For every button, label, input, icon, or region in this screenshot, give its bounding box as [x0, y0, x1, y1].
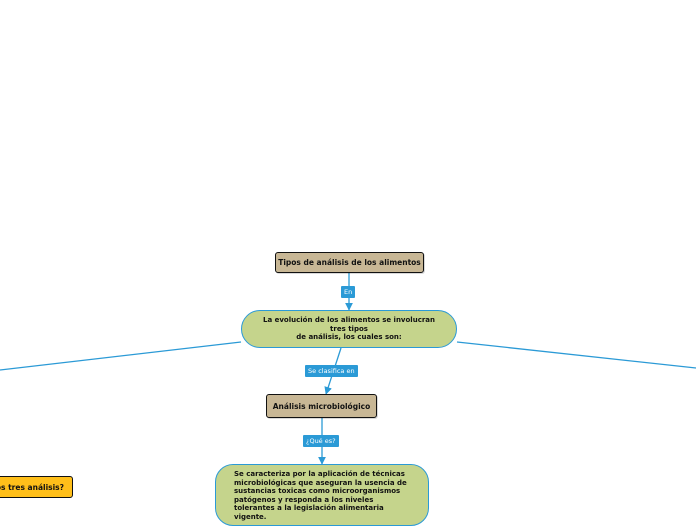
question-node-text: los tres análisis?	[0, 482, 64, 492]
question-node[interactable]: los tres análisis?	[0, 476, 73, 498]
edge-label-que-es: ¿Qué es?	[303, 435, 339, 447]
root-node[interactable]: Tipos de análisis de los alimentos	[275, 252, 424, 273]
micro-description-node[interactable]: Se caracteriza por la aplicación de técn…	[215, 464, 429, 526]
edge-label-se-clasifica-en: Se clasifica en	[305, 365, 358, 377]
micro-node-text: Análisis microbiológico	[272, 401, 371, 411]
root-node-text: Tipos de análisis de los alimentos	[278, 258, 421, 267]
edge-label-en: En	[341, 286, 356, 298]
edge-evolution-right	[456, 341, 696, 369]
evolution-node-text: La evolución de los alimentos se involuc…	[262, 316, 435, 342]
edge-evolution-left	[0, 341, 242, 371]
micro-node[interactable]: Análisis microbiológico	[266, 394, 377, 418]
micro-description-text: Se caracteriza por la aplicación de técn…	[234, 470, 407, 521]
evolution-node[interactable]: La evolución de los alimentos se involuc…	[241, 310, 457, 348]
